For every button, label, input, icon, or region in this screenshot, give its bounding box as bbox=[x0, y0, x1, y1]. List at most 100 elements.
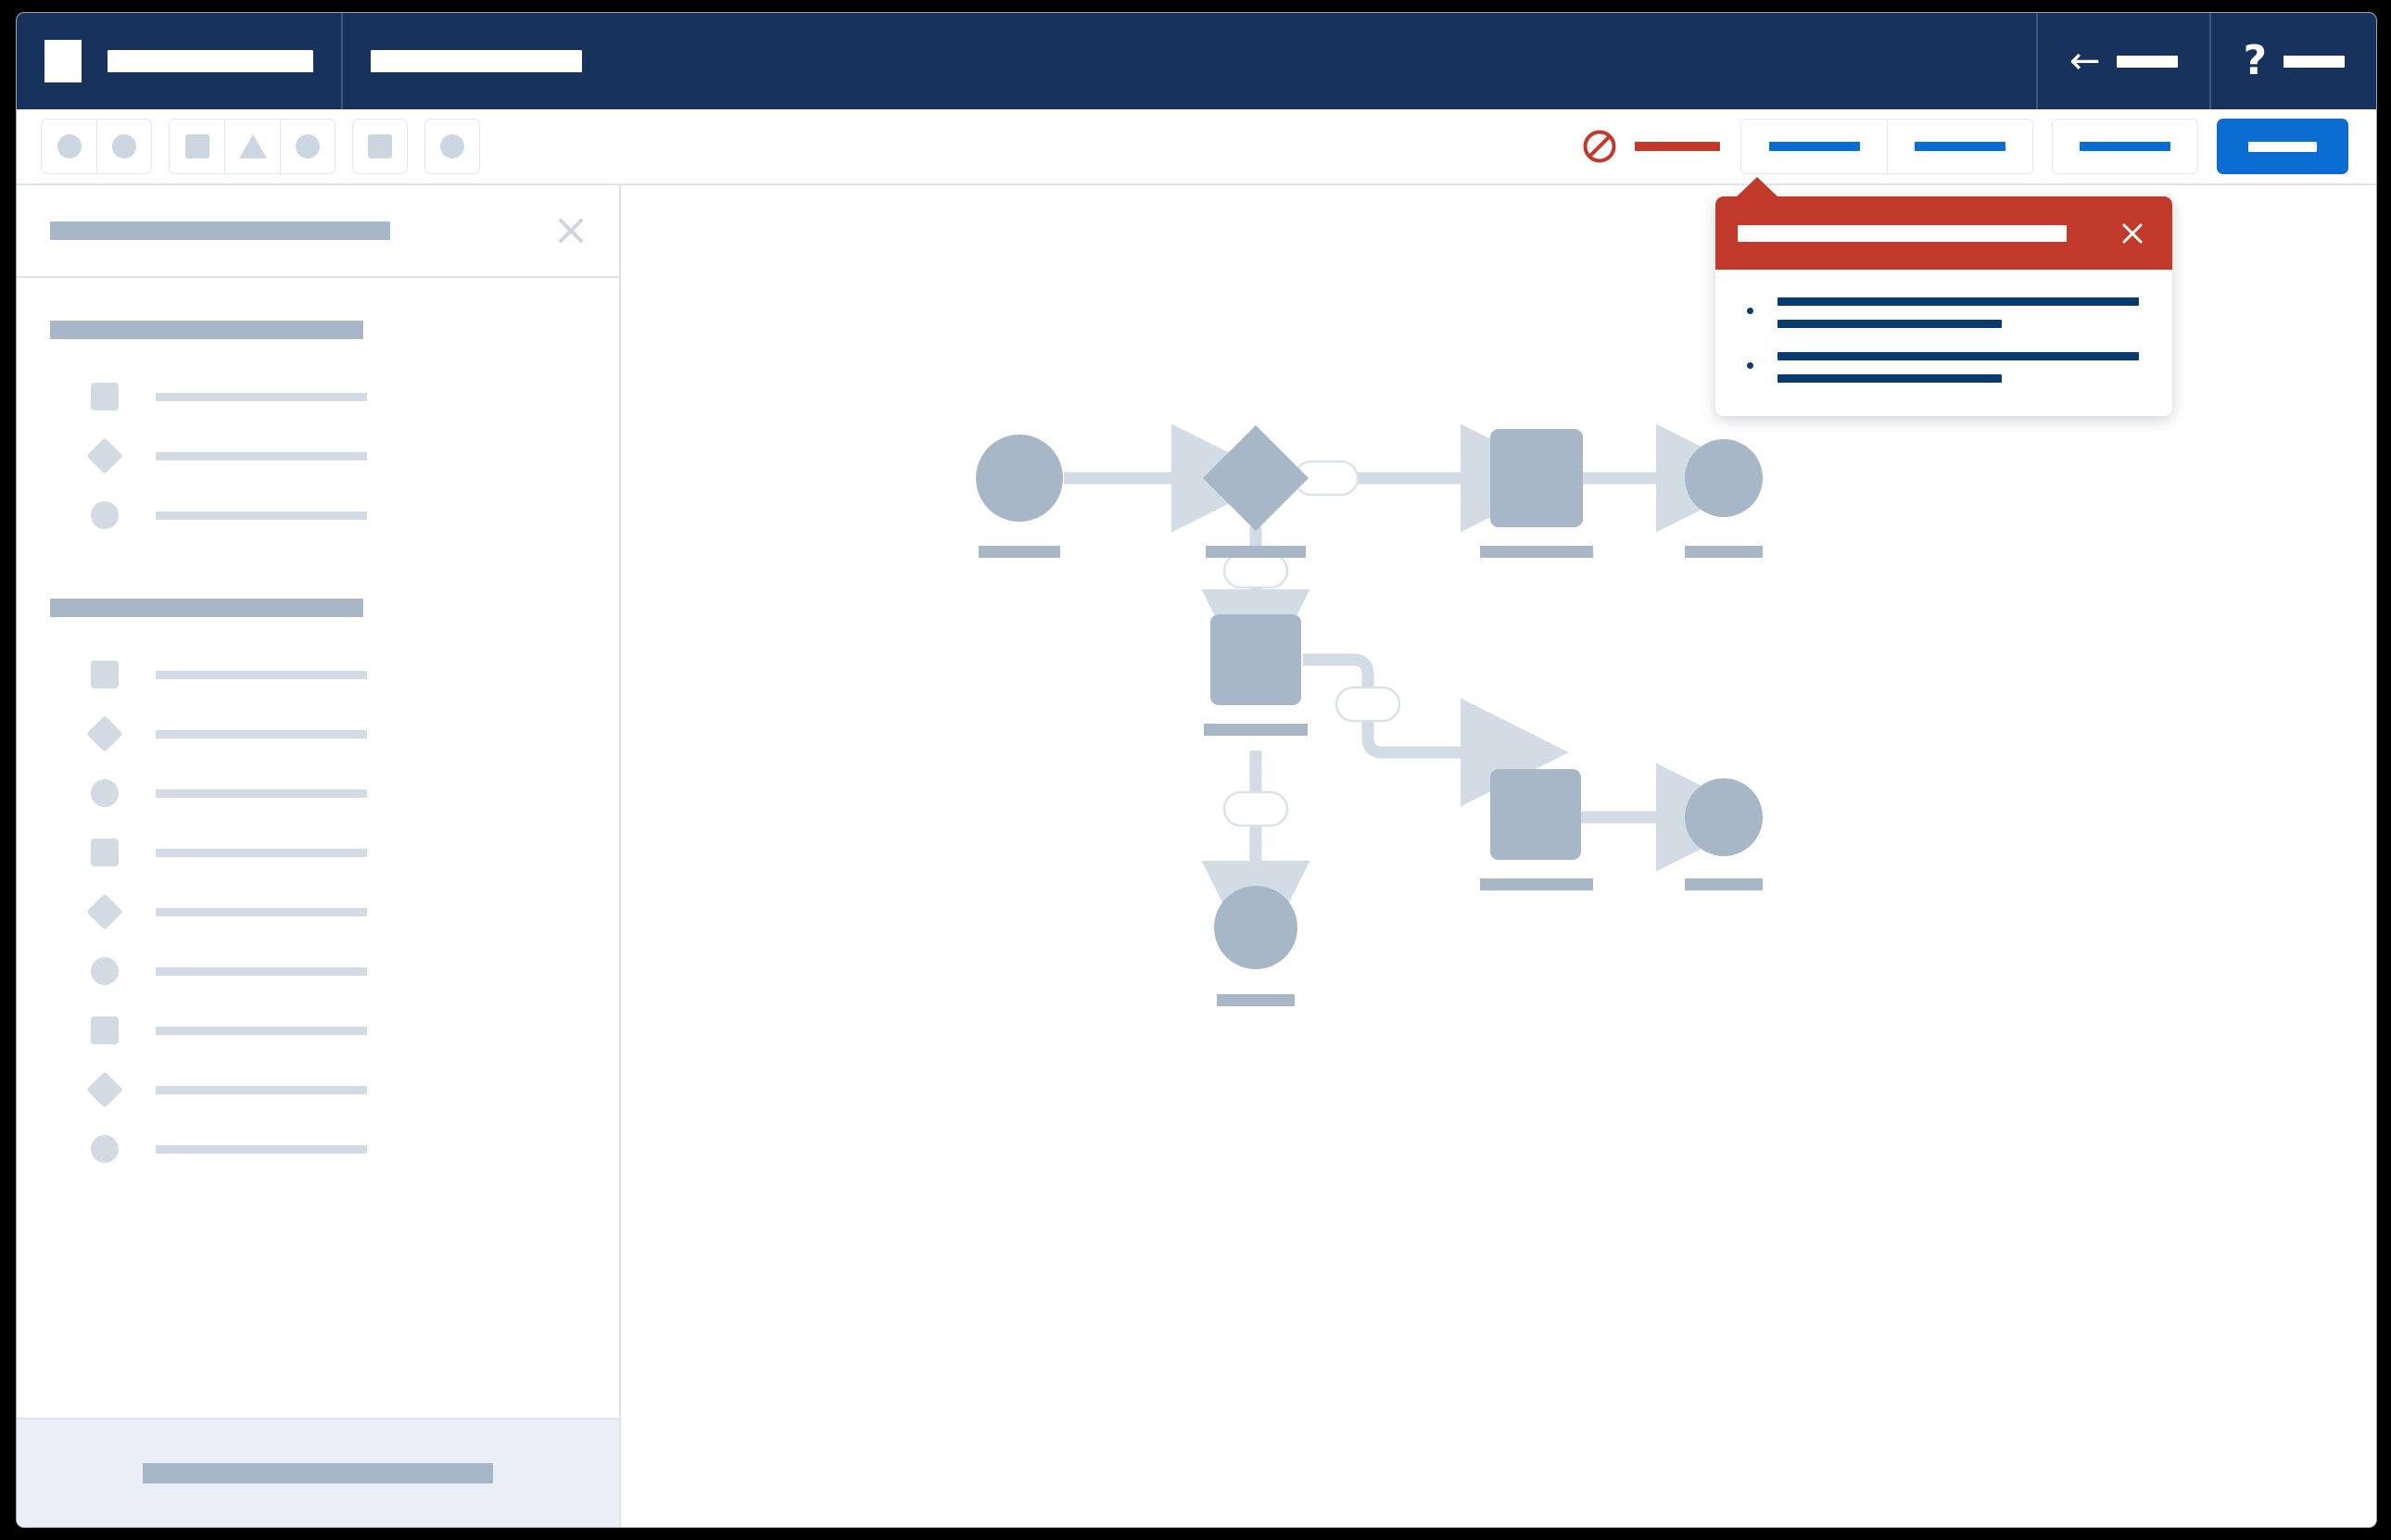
validation-message bbox=[1635, 142, 1720, 151]
add-gateway-button[interactable] bbox=[224, 119, 280, 174]
validation-error-2[interactable] bbox=[1743, 352, 2144, 383]
list-item-label bbox=[156, 907, 367, 916]
save-button[interactable] bbox=[2217, 119, 2348, 174]
edge-task-b-to-task-c[interactable] bbox=[1303, 653, 1569, 807]
node-label bbox=[1685, 878, 1763, 890]
sidebar-footer-action[interactable] bbox=[143, 1463, 493, 1483]
edge-label-pill[interactable] bbox=[1222, 790, 1289, 827]
section-all-elements-title bbox=[50, 599, 363, 617]
circle-placeholder-icon bbox=[296, 134, 320, 158]
end-event-node-a[interactable] bbox=[1685, 439, 1763, 558]
list-item[interactable] bbox=[50, 764, 586, 823]
decision-node[interactable] bbox=[1203, 425, 1309, 558]
add-event-button[interactable] bbox=[280, 119, 335, 174]
list-item-label bbox=[156, 729, 367, 738]
circle-node-icon bbox=[89, 957, 120, 985]
node-label bbox=[979, 546, 1060, 558]
node-label bbox=[1204, 724, 1308, 736]
bullet-icon bbox=[1747, 362, 1753, 369]
list-item[interactable] bbox=[50, 823, 586, 882]
view-table-button[interactable] bbox=[1887, 119, 2033, 174]
diagram-canvas[interactable] bbox=[621, 185, 2376, 1527]
app-logo-mark bbox=[44, 40, 82, 82]
close-x-icon bbox=[559, 219, 583, 243]
redo-button[interactable] bbox=[96, 119, 152, 174]
task-node-a[interactable] bbox=[1480, 429, 1593, 558]
toolbar-right-cluster bbox=[1581, 119, 2352, 174]
circle-placeholder-icon bbox=[57, 134, 82, 158]
bullet-icon bbox=[1747, 308, 1753, 314]
popover-title bbox=[1738, 224, 2067, 242]
back-button[interactable]: ← bbox=[2035, 13, 2210, 109]
node-label bbox=[1480, 878, 1593, 890]
list-item[interactable] bbox=[50, 645, 586, 704]
validation-error-popover bbox=[1715, 177, 2172, 416]
diamond-node-icon bbox=[86, 1071, 123, 1108]
list-item[interactable] bbox=[50, 941, 586, 1001]
list-item-label bbox=[156, 1026, 367, 1035]
body-area bbox=[17, 185, 2376, 1527]
validation-error-1[interactable] bbox=[1743, 297, 2144, 328]
list-item[interactable] bbox=[50, 367, 586, 426]
view-diagram-label bbox=[1768, 142, 1860, 151]
sidebar-close-button[interactable] bbox=[554, 214, 588, 247]
help-button[interactable]: ? bbox=[2209, 13, 2376, 109]
circle-node-icon bbox=[89, 501, 120, 529]
popover-header bbox=[1715, 196, 2172, 270]
validation-status[interactable] bbox=[1581, 128, 1720, 165]
start-event-node[interactable] bbox=[976, 435, 1063, 558]
error-line bbox=[1777, 352, 2139, 360]
shape-palette-group bbox=[169, 119, 335, 174]
add-task-button[interactable] bbox=[169, 119, 224, 174]
end-event-node-c[interactable] bbox=[1214, 886, 1297, 1006]
diamond-node-icon bbox=[86, 715, 123, 752]
edge-label-pill[interactable] bbox=[1222, 552, 1289, 589]
sidebar-footer bbox=[17, 1418, 619, 1527]
align-button[interactable] bbox=[352, 119, 408, 174]
edge-label-pill[interactable] bbox=[1335, 686, 1401, 723]
list-item-label bbox=[156, 966, 367, 976]
task-node-b[interactable] bbox=[1204, 614, 1308, 736]
square-node-icon bbox=[89, 839, 120, 866]
list-item[interactable] bbox=[50, 1060, 586, 1119]
list-item-label bbox=[156, 789, 367, 798]
close-x-icon bbox=[2122, 223, 2143, 243]
task-node-c[interactable] bbox=[1480, 769, 1593, 890]
error-line bbox=[1777, 320, 2002, 328]
end-event-node-b[interactable] bbox=[1685, 778, 1763, 890]
view-diagram-button[interactable] bbox=[1740, 119, 1887, 174]
history-group bbox=[41, 119, 152, 174]
popover-close-button[interactable] bbox=[2117, 218, 2148, 249]
list-item[interactable] bbox=[50, 426, 586, 486]
edge-decision-to-task-a[interactable] bbox=[1293, 423, 1569, 533]
application-window: ← ? bbox=[17, 13, 2376, 1527]
list-item-label bbox=[156, 1085, 367, 1094]
list-item[interactable] bbox=[50, 1001, 586, 1060]
diamond-node-icon bbox=[86, 437, 123, 474]
navbar-actions: ← ? bbox=[2035, 13, 2376, 109]
list-item[interactable] bbox=[50, 704, 586, 764]
export-button[interactable] bbox=[2052, 119, 2198, 174]
list-item-label bbox=[156, 511, 367, 520]
export-group bbox=[2052, 119, 2198, 174]
element-palette-sidebar bbox=[17, 185, 621, 1527]
view-mode-group bbox=[1740, 119, 2033, 174]
error-line bbox=[1777, 374, 2002, 383]
square-node-icon bbox=[89, 1016, 120, 1044]
brand-segment[interactable] bbox=[17, 13, 343, 109]
popover-arrow bbox=[1736, 177, 1778, 197]
circle-placeholder-icon bbox=[112, 134, 136, 158]
edge-task-b-to-end-c[interactable] bbox=[1201, 751, 1310, 969]
zoom-button[interactable] bbox=[424, 119, 480, 174]
list-item[interactable] bbox=[50, 486, 586, 545]
list-item[interactable] bbox=[50, 882, 586, 941]
section-all-elements bbox=[17, 599, 619, 1179]
brand-label bbox=[108, 50, 313, 72]
node-label bbox=[1480, 546, 1593, 558]
list-item[interactable] bbox=[50, 1119, 586, 1179]
back-button-label bbox=[2117, 55, 2179, 68]
edge-decision-to-task-b[interactable] bbox=[1201, 526, 1310, 698]
undo-button[interactable] bbox=[41, 119, 96, 174]
sidebar-header bbox=[17, 185, 619, 278]
export-label bbox=[2080, 142, 2170, 151]
